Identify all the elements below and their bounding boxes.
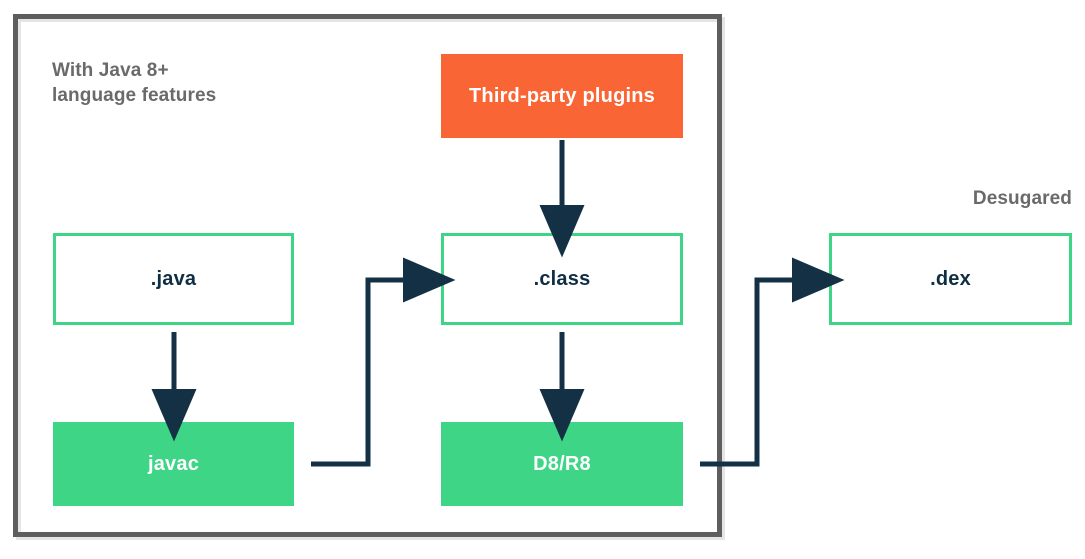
node-java-source[interactable]: .java [53,233,294,325]
node-javac[interactable]: javac [53,422,294,506]
node-d8-r8[interactable]: D8/R8 [441,422,683,506]
node-third-party-plugins[interactable]: Third-party plugins [441,54,683,138]
group-frame-java8-features [13,14,722,537]
caption-desugared: Desugared [972,188,1072,209]
node-class-file[interactable]: .class [441,233,683,325]
node-dex-file[interactable]: .dex [829,233,1072,325]
caption-with-java8-language-features: With Java 8+ language features [52,60,217,106]
